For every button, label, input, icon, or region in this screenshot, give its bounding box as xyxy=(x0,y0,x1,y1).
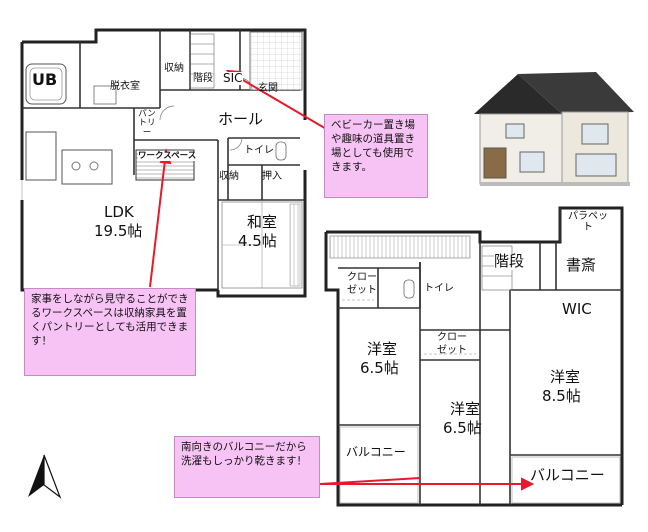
room-workspace: ワークスペース xyxy=(138,151,197,161)
room-ldk-size: 19.5帖 xyxy=(94,222,143,240)
room-kaidan-1f: 階段 xyxy=(193,73,213,85)
room-yoshitsu-1-size: 6.5帖 xyxy=(360,359,399,377)
room-oshiire: 押入 xyxy=(262,171,282,182)
room-sic: SIC xyxy=(223,71,243,85)
room-shuno-bottom: 収納 xyxy=(219,171,239,182)
room-genkan: 玄関 xyxy=(258,83,278,94)
room-yoshitsu-2: 洋室 xyxy=(450,400,481,418)
room-closet-1: クローゼット xyxy=(347,272,377,296)
room-toilet-1f: トイレ xyxy=(244,145,274,157)
callout-balcony: 南向きのバルコニーだから洗濯もしっかり乾きます！ xyxy=(174,436,320,498)
room-parapet: パラペット xyxy=(568,211,608,233)
room-yoshitsu-1: 洋室 xyxy=(367,340,398,358)
room-wic: WIC xyxy=(562,300,592,318)
room-shuno-top: 収納 xyxy=(164,63,184,74)
room-shosai: 書斎 xyxy=(566,256,597,274)
room-kaidan-2f: 階段 xyxy=(494,252,525,270)
room-washitsu: 和室 xyxy=(247,213,278,231)
callout-sic: ベビーカー置き場や趣味の道具置き場としても使用できます。 xyxy=(324,114,428,198)
room-datsuishitsu: 脱衣室 xyxy=(110,81,140,92)
callout-workspace: 家事をしながら見守ることができるワークスペースは収納家具を置くパントリーとしても… xyxy=(24,288,196,376)
room-closet-2: クローゼット xyxy=(437,332,467,356)
house-exterior-icon xyxy=(474,72,634,186)
room-balcony-right: バルコニー xyxy=(530,466,605,484)
room-pantry: パントリー xyxy=(138,109,156,138)
north-arrow-icon xyxy=(28,454,62,499)
room-ldk: LDK xyxy=(104,203,134,221)
room-yoshitsu-3-size: 8.5帖 xyxy=(542,387,581,405)
room-balcony-left: バルコニー xyxy=(346,445,406,459)
room-yoshitsu-2-size: 6.5帖 xyxy=(443,419,482,437)
room-hall: ホール xyxy=(218,110,264,128)
room-toilet-2f: トイレ xyxy=(424,283,454,294)
room-yoshitsu-3: 洋室 xyxy=(550,368,581,386)
room-ub: UB xyxy=(32,70,58,89)
room-washitsu-size: 4.5帖 xyxy=(238,232,277,250)
